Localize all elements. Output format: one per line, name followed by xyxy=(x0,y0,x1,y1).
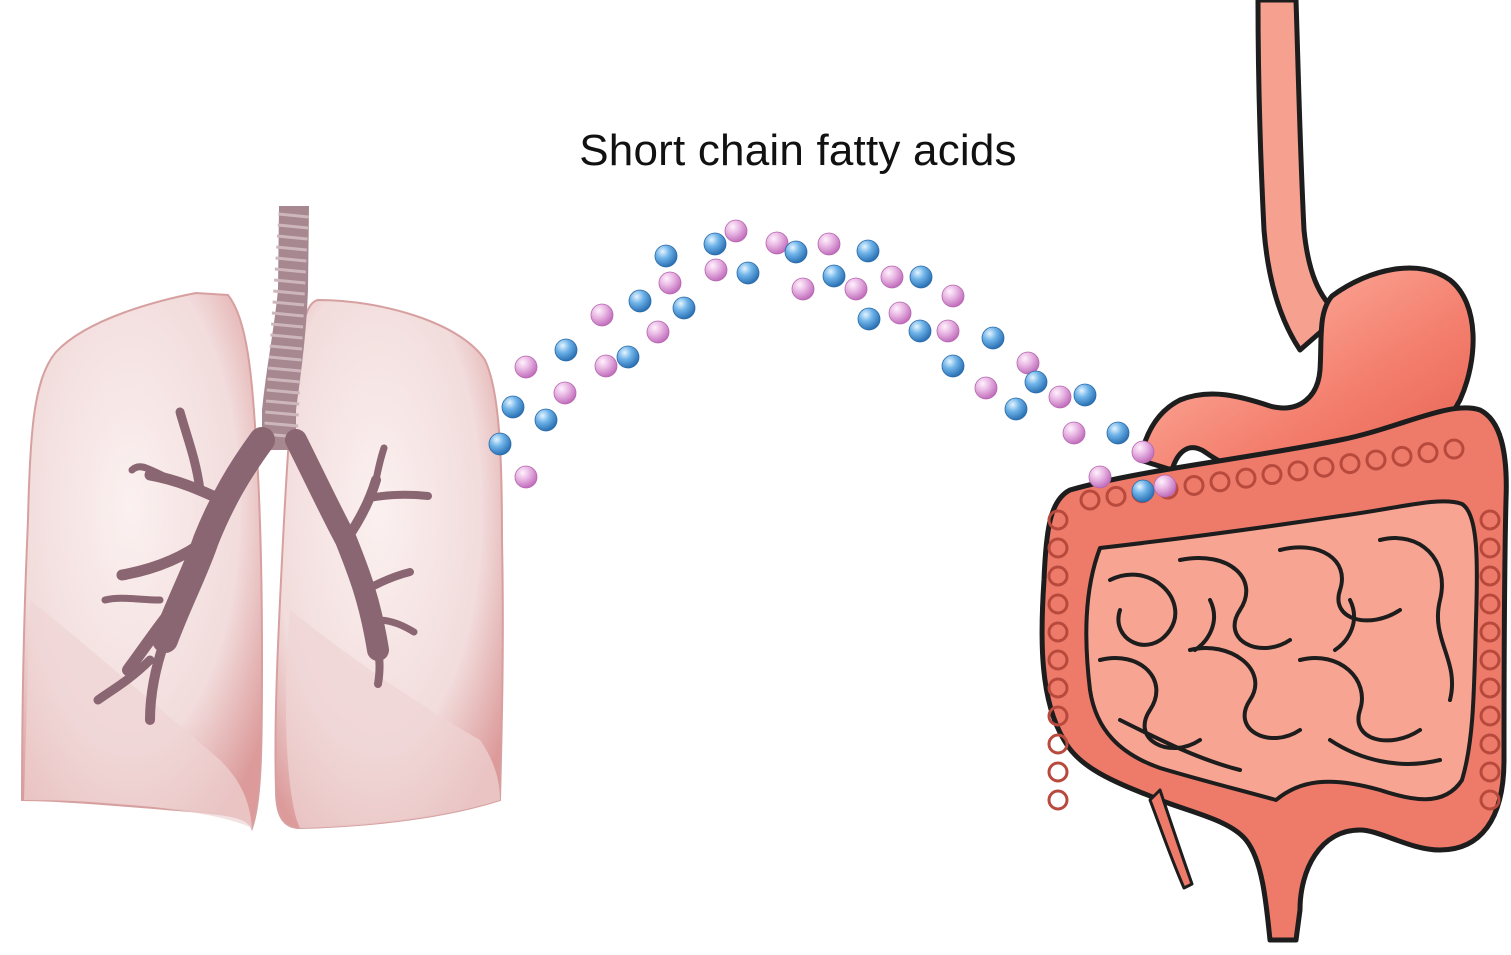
particle-pink xyxy=(647,321,669,343)
particle-pink xyxy=(1049,386,1071,408)
particle-blue xyxy=(629,290,651,312)
particle-pink xyxy=(1132,441,1154,463)
particle-blue xyxy=(1132,480,1154,502)
digestive-tract-illustration xyxy=(1042,0,1506,940)
particle-pink xyxy=(845,278,867,300)
particle-pink xyxy=(881,266,903,288)
particle-blue xyxy=(909,320,931,342)
particle-pink xyxy=(705,259,727,281)
particle-blue xyxy=(535,409,557,431)
particle-pink xyxy=(595,355,617,377)
particle-pink xyxy=(1154,475,1176,497)
particle-blue xyxy=(1074,384,1096,406)
particle-blue xyxy=(1025,371,1047,393)
particle-pink xyxy=(554,382,576,404)
particle-pink xyxy=(515,466,537,488)
lungs-illustration xyxy=(22,206,503,828)
particle-blue xyxy=(489,433,511,455)
particle-blue xyxy=(1107,422,1129,444)
small-intestine xyxy=(1086,501,1477,800)
colon-haustrum xyxy=(1049,763,1067,781)
particle-pink xyxy=(515,356,537,378)
particle-pink xyxy=(1063,422,1085,444)
particle-blue xyxy=(910,266,932,288)
particle-blue xyxy=(857,240,879,262)
particle-pink xyxy=(725,220,747,242)
particle-blue xyxy=(942,355,964,377)
particle-pink xyxy=(889,302,911,324)
particle-blue xyxy=(617,346,639,368)
particle-blue xyxy=(982,327,1004,349)
short-chain-fatty-acid-particles xyxy=(489,220,1176,502)
particle-blue xyxy=(655,245,677,267)
particle-blue xyxy=(737,262,759,284)
particle-pink xyxy=(659,272,681,294)
particle-pink xyxy=(942,285,964,307)
particle-pink xyxy=(591,304,613,326)
colon-haustrum xyxy=(1049,791,1067,809)
particle-blue xyxy=(502,396,524,418)
particle-blue xyxy=(785,241,807,263)
particle-blue xyxy=(673,297,695,319)
particle-blue xyxy=(1005,398,1027,420)
particle-blue xyxy=(704,233,726,255)
particle-blue xyxy=(823,265,845,287)
particle-pink xyxy=(975,377,997,399)
particle-pink xyxy=(818,233,840,255)
particle-pink xyxy=(1089,466,1111,488)
particle-pink xyxy=(792,278,814,300)
particle-blue xyxy=(555,339,577,361)
particle-blue xyxy=(858,308,880,330)
particle-pink xyxy=(937,320,959,342)
